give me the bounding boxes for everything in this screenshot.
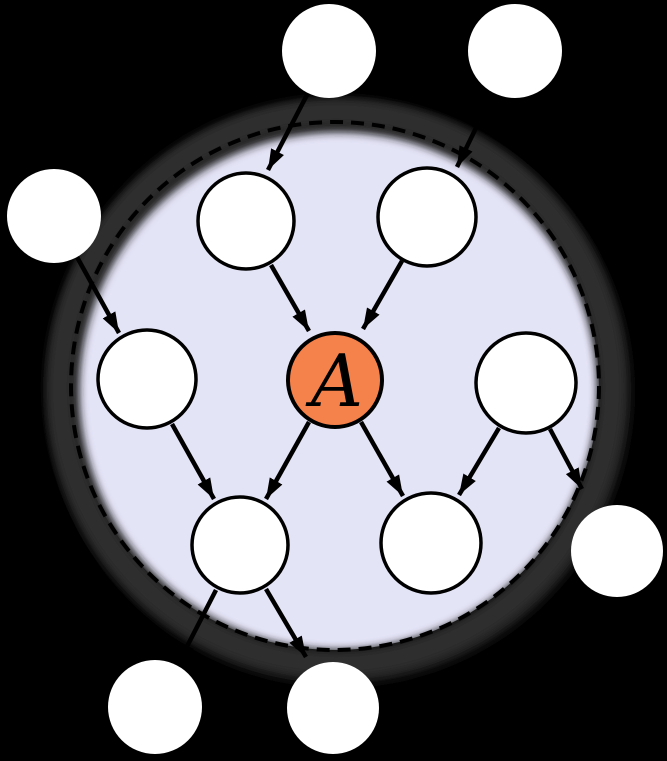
edges-layer	[75, 91, 584, 666]
edge-center-a-to-inner-bottom-left	[264, 420, 311, 501]
edge-inner-top-left-to-center-a	[269, 263, 311, 333]
edge-inner-bottom-left-to-outer-bottom-center	[264, 587, 308, 659]
community-boundary	[69, 120, 601, 652]
node-outer-right	[571, 505, 663, 597]
edge-outer-top-center-to-inner-top-left	[266, 91, 310, 172]
node-outer-left	[7, 169, 101, 263]
center-node-label: A	[305, 339, 363, 423]
edge-outer-top-right-to-community-boundary	[454, 92, 496, 168]
node-outer-top-right	[468, 4, 562, 98]
node-inner-mid-left	[96, 328, 198, 430]
edge-inner-mid-right-to-outer-right	[548, 427, 584, 491]
node-inner-top-left	[196, 171, 296, 271]
edge-center-a-to-inner-bottom-right	[359, 420, 405, 498]
edge-inner-top-right-to-center-a	[361, 259, 404, 331]
nodes-layer	[7, 4, 663, 754]
node-inner-top-right	[376, 166, 478, 268]
node-inner-bottom-left	[190, 495, 290, 595]
edge-inner-bottom-left-to-outer-bottom-left	[175, 588, 219, 666]
edge-outer-left-to-inner-mid-left	[75, 255, 121, 335]
node-outer-top-center	[282, 4, 376, 98]
node-inner-bottom-right	[379, 491, 483, 595]
node-inner-mid-right	[474, 331, 578, 435]
edge-inner-mid-left-to-inner-bottom-left	[170, 422, 216, 501]
node-center-a	[286, 331, 384, 429]
node-outer-bottom-left	[108, 660, 202, 754]
node-outer-bottom-center	[287, 662, 379, 754]
edge-inner-mid-right-to-inner-bottom-right	[457, 426, 501, 497]
